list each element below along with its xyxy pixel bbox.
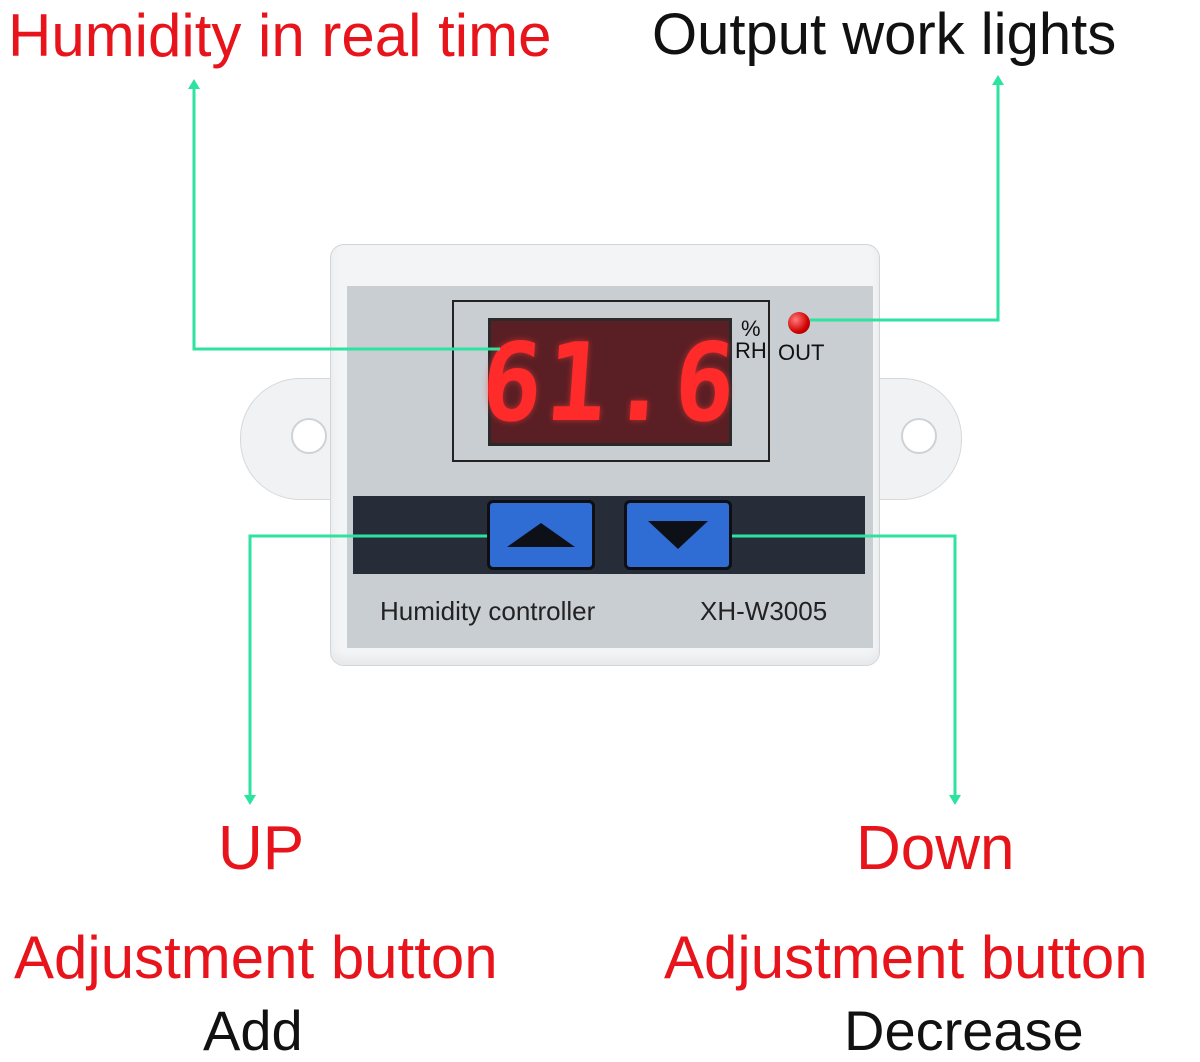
down-description: Adjustment button (664, 924, 1148, 991)
mounting-hole-left (291, 418, 327, 454)
down-button[interactable] (624, 500, 732, 570)
triangle-down-icon (648, 521, 708, 549)
output-indicator-light (788, 312, 810, 334)
arrow-output-light (810, 75, 1004, 322)
device-model: XH-W3005 (700, 596, 828, 626)
arrow-humidity-readout (188, 79, 500, 351)
up-description: Adjustment button (14, 924, 498, 991)
up-action: Add (203, 999, 303, 1062)
device-name: Humidity controller (380, 596, 596, 626)
humidity-realtime-title: Humidity in real time (8, 2, 552, 69)
down-action: Decrease (844, 999, 1084, 1062)
out-label: OUT (778, 340, 825, 365)
unit-rh: RH (735, 338, 767, 363)
up-button[interactable] (487, 500, 595, 570)
up-title: UP (218, 814, 305, 883)
down-title: Down (856, 814, 1015, 883)
display-frame (452, 300, 770, 462)
led-display: 61.6 (477, 318, 743, 446)
arrow-down-button (732, 534, 961, 805)
arrow-up-button (244, 534, 487, 805)
unit-percent: % (741, 316, 761, 341)
output-work-lights-title: Output work lights (652, 2, 1117, 67)
mounting-hole-right (901, 418, 937, 454)
triangle-up-icon (507, 523, 575, 547)
